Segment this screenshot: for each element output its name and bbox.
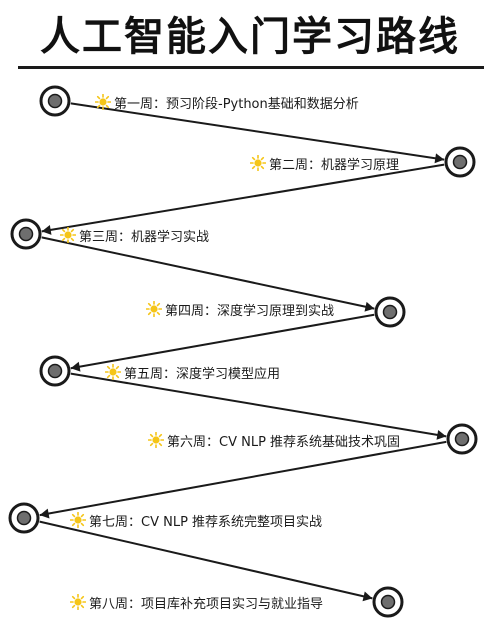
arrowhead [70, 361, 81, 372]
step-label: 第二周：机器学习原理 [269, 157, 400, 173]
step-label: 第六周：CV NLP 推荐系统基础技术巩固 [167, 434, 401, 450]
connector-line [70, 372, 447, 438]
sun-icon [95, 94, 114, 110]
milestone-node [8, 502, 40, 534]
milestone-node [10, 218, 42, 250]
milestone-node [39, 85, 71, 117]
arrowhead [436, 429, 447, 440]
sun-icon [148, 432, 167, 448]
step-item: 第六周：CV NLP 推荐系统基础技术巩固 [148, 430, 400, 450]
milestone-node [444, 146, 476, 178]
step-item: 第七周：CV NLP 推荐系统完整项目实战 [70, 510, 322, 530]
arrowhead [364, 301, 375, 312]
milestone-node [39, 355, 71, 387]
step-label: 第一周：预习阶段-Python基础和数据分析 [114, 96, 359, 112]
step-item: 第五周：深度学习模型应用 [105, 362, 280, 382]
step-label: 第三周：机器学习实战 [79, 229, 210, 245]
sun-icon [146, 301, 165, 317]
sun-icon [105, 364, 124, 380]
milestone-node [446, 423, 478, 455]
page-title: 人工智能入门学习路线 [40, 14, 460, 60]
connector-line [70, 313, 375, 370]
connector-line [39, 520, 373, 600]
step-item: 第三周：机器学习实战 [60, 225, 209, 245]
step-item: 第二周：机器学习原理 [250, 153, 399, 173]
sun-icon [70, 512, 89, 528]
sun-icon [70, 594, 89, 610]
step-label: 第八周：项目库补充项目实习与就业指导 [89, 596, 324, 612]
step-item: 第一周：预习阶段-Python基础和数据分析 [95, 92, 359, 112]
sun-icon [250, 155, 269, 171]
connector-line [70, 102, 445, 161]
sun-icon [60, 227, 79, 243]
milestone-node [374, 296, 406, 328]
step-label: 第五周：深度学习模型应用 [124, 366, 281, 382]
step-item: 第八周：项目库补充项目实习与就业指导 [70, 592, 323, 612]
title-underline [18, 66, 484, 69]
step-item: 第四周：深度学习原理到实战 [146, 299, 334, 319]
arrowhead [434, 153, 445, 164]
step-label: 第七周：CV NLP 推荐系统完整项目实战 [89, 514, 323, 530]
connector-line [41, 163, 445, 233]
step-label: 第四周：深度学习原理到实战 [165, 303, 335, 319]
arrowhead [362, 591, 373, 602]
arrowhead [41, 224, 52, 235]
milestone-node [372, 586, 404, 618]
arrowhead [39, 508, 50, 519]
connector-line [39, 440, 447, 517]
connector-line [41, 236, 375, 310]
